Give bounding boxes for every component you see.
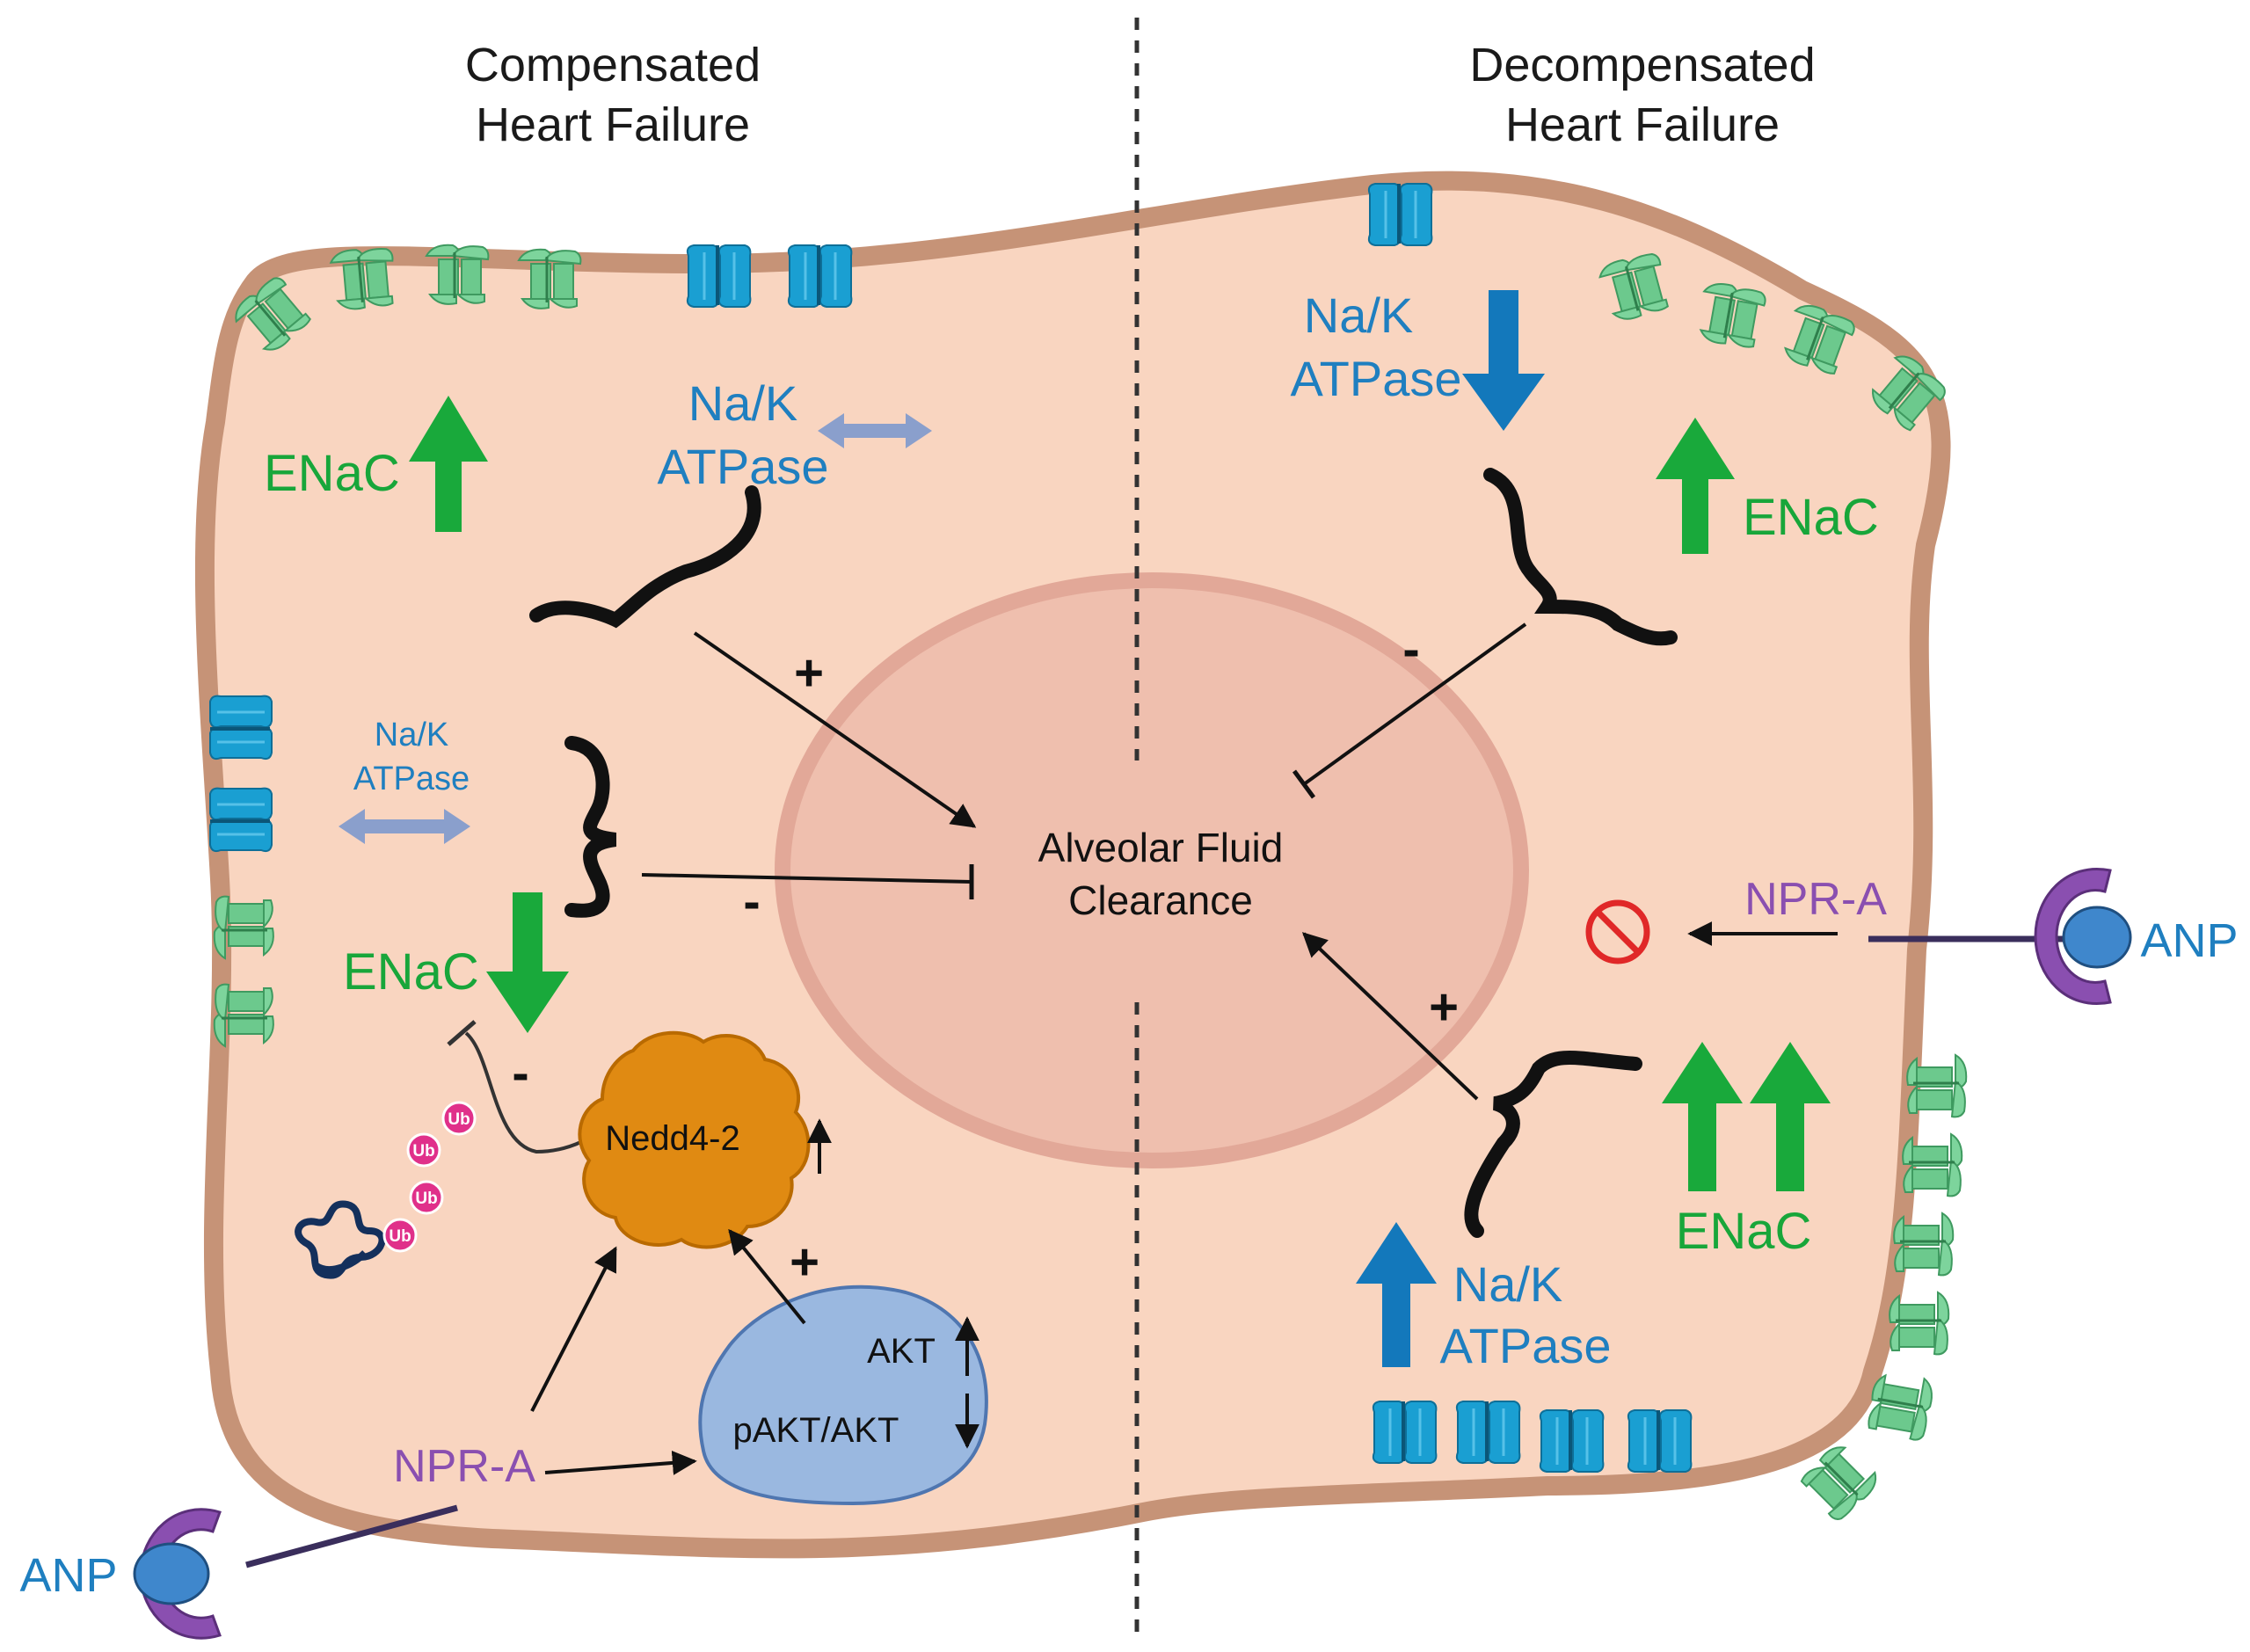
activation-arrow-right-bottom [1301,932,1479,1101]
afc-label-line1: Alveolar Fluid [1038,825,1284,870]
enac-up-arrow-right-1 [1662,1042,1743,1191]
anp-label-left: ANP [19,1549,117,1602]
na-k-neutral-arrow-left-mid [339,809,470,844]
afc-label-line2: Clearance [1068,877,1253,923]
anp-label-right: ANP [2140,914,2238,967]
atpase-label-right-top: ATPase [1290,351,1461,406]
anp-ligand-icon [133,1542,210,1605]
enac-up-arrow-right-2 [1750,1042,1831,1191]
enac-channel-icon [1888,1291,1950,1356]
enac-label-left-mid: ENaC [343,943,479,1001]
brace-right-top [1483,468,1678,646]
atpase-label-right-bottom: ATPase [1439,1318,1611,1373]
nedd-inhibition-bar [447,1020,477,1046]
na-k-atpase-pump-icon [1538,1408,1606,1474]
akt-protein [698,1284,988,1506]
activation-arrow-left-top [693,631,977,828]
ub-label: Ub [412,1142,434,1161]
atpase-label-left-top: ATPase [657,439,828,494]
right-title-line1: Decompensated [1469,39,1815,91]
npr-a-label-left: NPR-A [393,1441,535,1492]
nedd4-2-protein [578,1030,811,1249]
enac-channel-icon [1901,1132,1963,1197]
akt-to-nedd-arrow [728,1228,806,1325]
ub-label: Ub [389,1227,411,1246]
ubiquitin-chain-icon: Ub Ub Ub Ub [295,1101,477,1279]
enac-label-left-top: ENaC [264,445,400,502]
na-k-atpase-pump-icon [1454,1400,1522,1465]
left-title-line1: Compensated [465,39,761,91]
enac-channel-icon [1892,1212,1955,1277]
na-k-label-right-top: Na/K [1304,287,1414,343]
no-entry-icon [1585,899,1650,964]
na-k-down-arrow-right [1462,290,1545,431]
brace-left-mid [564,736,617,918]
npr-a-stalk-left [245,1504,458,1568]
na-k-neutral-arrow-left-top [818,413,932,448]
na-k-atpase-pump-icon [1371,1400,1438,1465]
minus-sign-left-mid: - [743,873,760,930]
ub-label: Ub [415,1190,437,1208]
pakt-akt-label: pAKT/AKT [733,1411,899,1450]
atpase-label-left-mid: ATPase [353,761,470,797]
na-k-atpase-pump-icon [1366,182,1434,247]
na-k-atpase-pump-icon [208,786,273,854]
enac-channel-icon [1905,1053,1968,1118]
brace-left-top [529,485,761,629]
na-k-label-right-bottom: Na/K [1453,1256,1563,1312]
akt-label: AKT [867,1332,936,1371]
nedd4-2-label: Nedd4-2 [605,1119,739,1158]
enac-up-arrow-right [1656,418,1735,554]
na-k-label-left-mid: Na/K [375,717,448,753]
enac-label-right-top: ENaC [1743,489,1879,546]
brace-right-bottom [1464,1051,1642,1238]
nucleus [775,572,1529,1168]
na-k-atpase-pump-icon [786,244,854,309]
na-k-atpase-pump-icon [208,694,273,761]
npra-to-nedd-arrow [530,1246,617,1412]
npra-to-akt-arrow [544,1450,697,1475]
anp-ligand-icon [2062,906,2132,969]
minus-sign-nedd: - [512,1044,528,1102]
inhibition-line-left-mid [641,873,972,884]
left-title-line2: Heart Failure [476,98,750,151]
na-k-label-left-top: Na/K [688,375,798,431]
na-k-up-arrow-right [1356,1222,1437,1367]
na-k-atpase-pump-icon [1626,1408,1693,1474]
npr-a-receptor-icon [2034,868,2112,1005]
right-title-line2: Heart Failure [1505,98,1780,151]
inhibition-line-right-top [1302,622,1527,786]
na-k-atpase-pump-icon [685,244,753,309]
npr-a-label-right: NPR-A [1744,874,1887,925]
plus-sign-left-top: + [794,644,824,702]
enac-up-arrow-left [409,396,488,532]
inhibition-bar-right-top [1292,769,1316,799]
enac-down-arrow-left [486,892,569,1033]
ub-label: Ub [448,1110,470,1129]
plus-sign-akt: + [790,1234,819,1291]
enac-label-right-bottom: ENaC [1676,1203,1812,1260]
minus-sign-right-top: - [1402,621,1419,678]
plus-sign-right-bottom: + [1429,979,1459,1036]
